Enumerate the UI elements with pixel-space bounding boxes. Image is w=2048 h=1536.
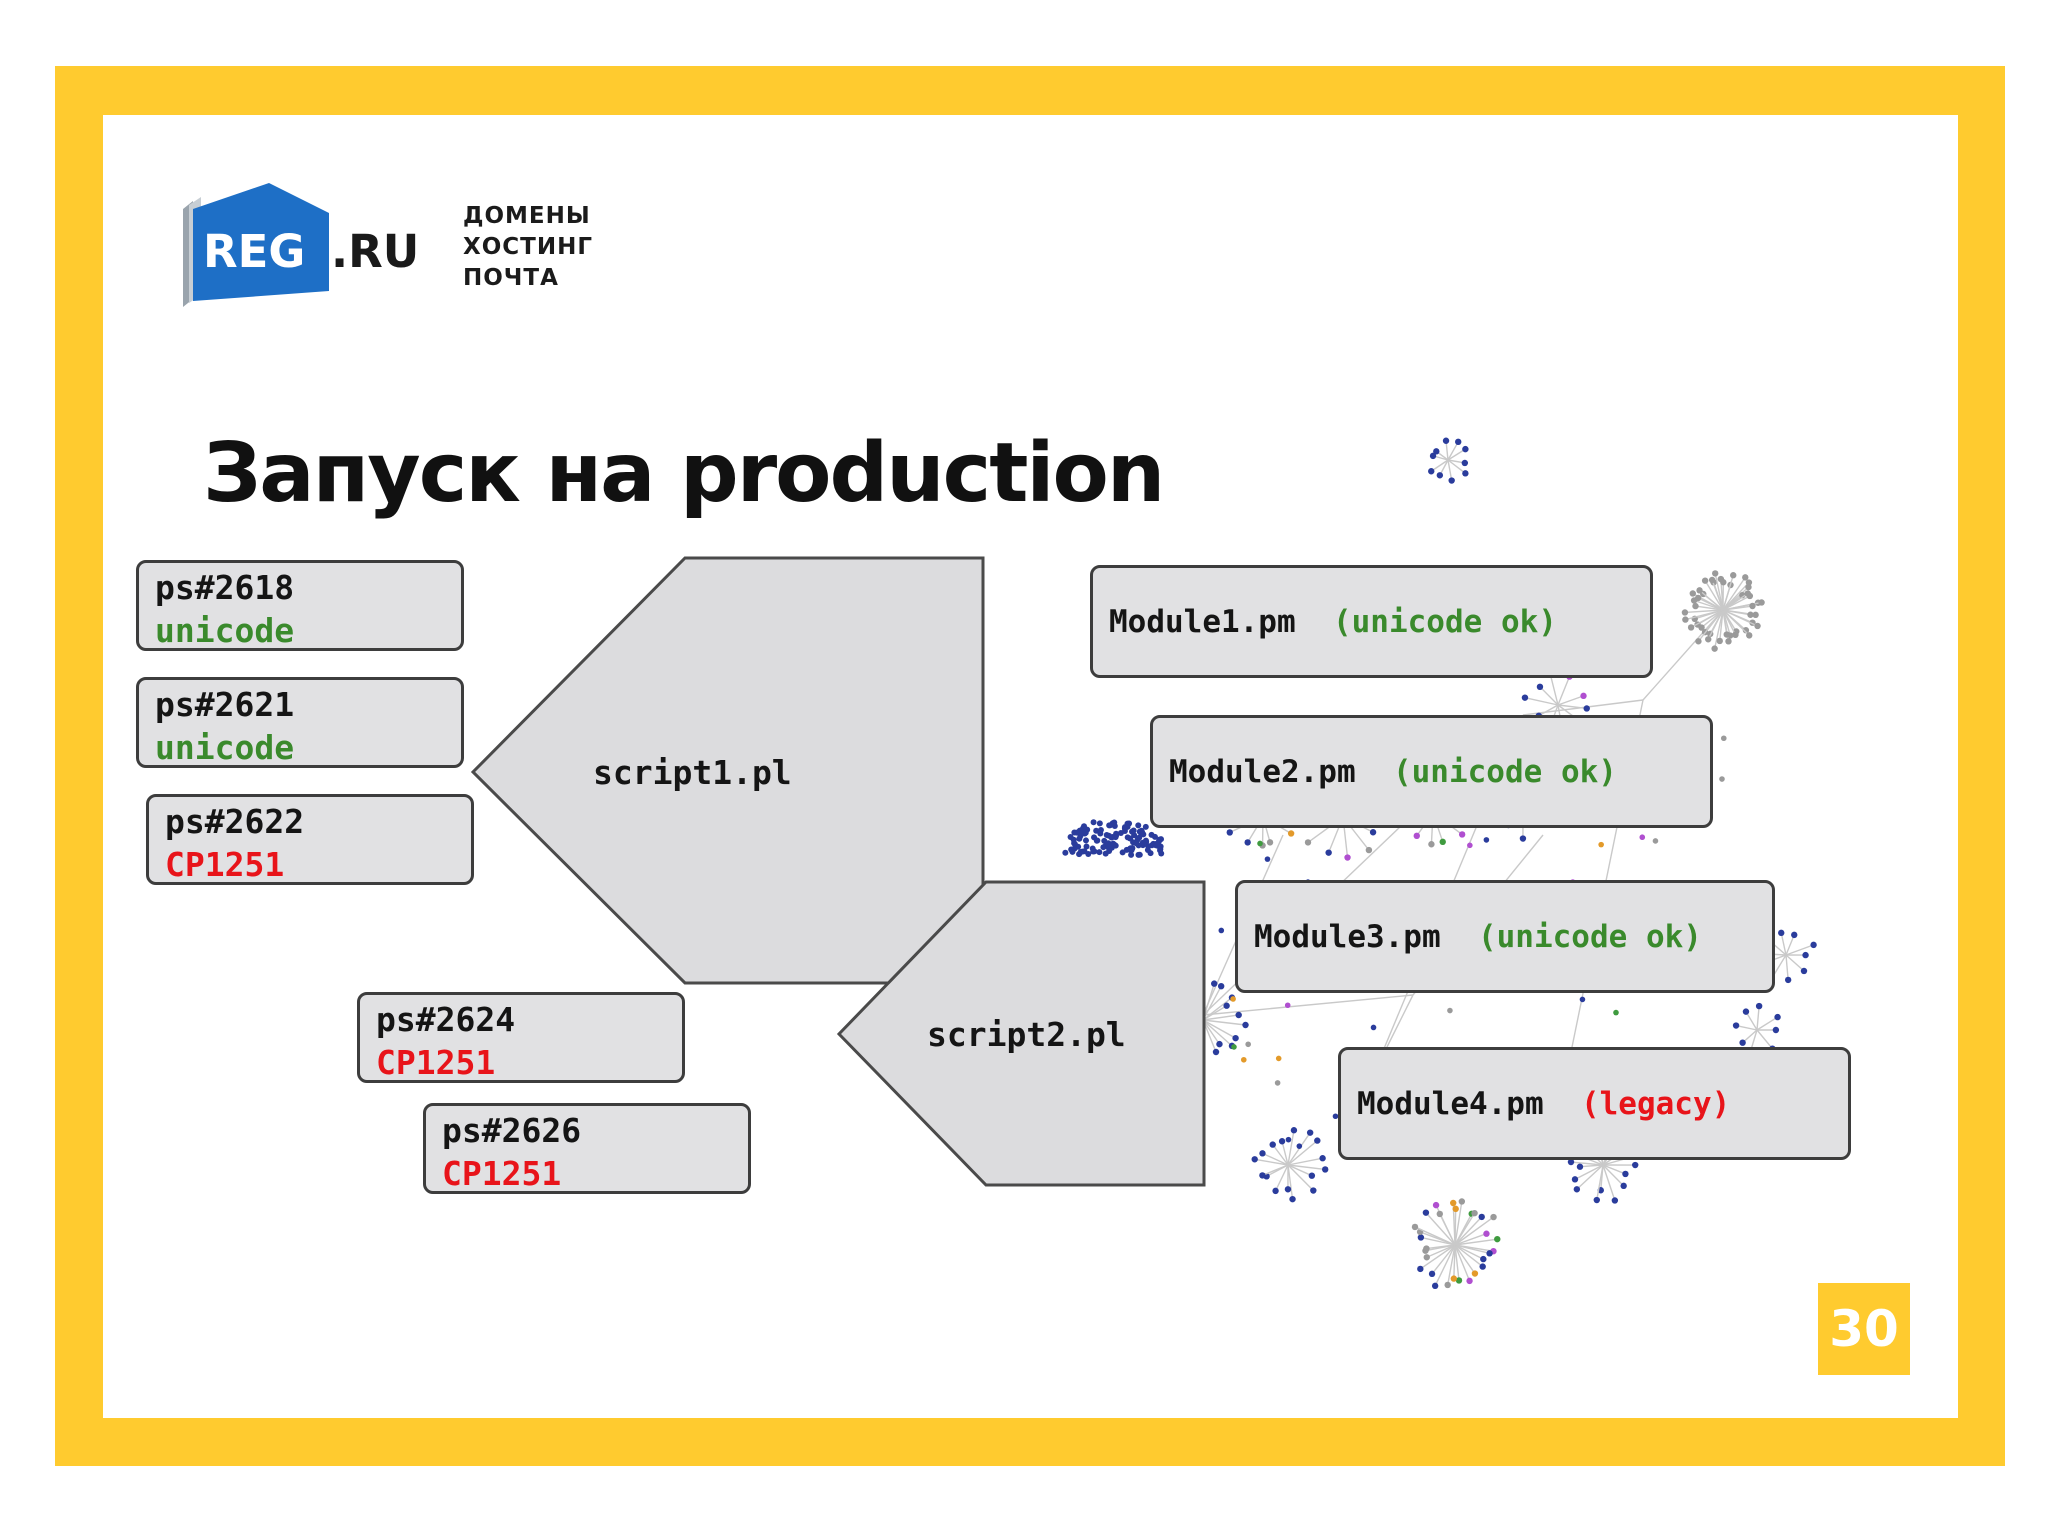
process-encoding: CP1251 [376, 1043, 496, 1082]
module-name: Module4.pm [1357, 1085, 1544, 1122]
module-box-4: Module4.pm (legacy) [1338, 1047, 1851, 1160]
process-box-2618: ps#2618 unicode [136, 560, 464, 651]
slide: REG .RU ДОМЕНЫ ХОСТИНГ ПОЧТА Запуск на p… [103, 115, 1958, 1418]
module-note: (legacy) [1580, 1085, 1731, 1122]
logo-mark: REG .RU [183, 183, 419, 307]
process-box-2622: ps#2622 CP1251 [146, 794, 474, 885]
tagline-domains: ДОМЕНЫ [463, 203, 591, 229]
script1-shape [470, 556, 985, 985]
module-name: Module3.pm [1254, 918, 1441, 955]
process-box-2624: ps#2624 CP1251 [357, 992, 685, 1083]
script2-shape [836, 880, 1206, 1187]
module-name: Module2.pm [1169, 753, 1356, 790]
process-id: ps#2621 [155, 685, 295, 724]
module-box-3: Module3.pm (unicode ok) [1235, 880, 1775, 993]
process-id: ps#2618 [155, 568, 295, 607]
tagline-mail: ПОЧТА [463, 265, 559, 291]
process-box-2621: ps#2621 unicode [136, 677, 464, 768]
process-encoding: CP1251 [442, 1154, 562, 1193]
module-note: (unicode ok) [1477, 918, 1702, 955]
script-shapes [470, 556, 1206, 1187]
process-id: ps#2624 [376, 1000, 516, 1039]
process-encoding: unicode [155, 611, 295, 650]
logo-tagline: ДОМЕНЫ ХОСТИНГ ПОЧТА [463, 201, 593, 294]
script2-label: script2.pl [927, 1015, 1126, 1054]
process-encoding: CP1251 [165, 845, 285, 884]
module-box-2: Module2.pm (unicode ok) [1150, 715, 1713, 828]
slide-title: Запуск на production [203, 426, 1165, 521]
process-id: ps#2626 [442, 1111, 582, 1150]
logo-suffix: .RU [331, 225, 419, 278]
page-number: 30 [1818, 1283, 1910, 1375]
module-box-1: Module1.pm (unicode ok) [1090, 565, 1653, 678]
module-name: Module1.pm [1109, 603, 1296, 640]
script1-label: script1.pl [593, 753, 792, 792]
module-note: (unicode ok) [1392, 753, 1617, 790]
process-encoding: unicode [155, 728, 295, 767]
tagline-hosting: ХОСТИНГ [463, 234, 594, 260]
module-note: (unicode ok) [1332, 603, 1557, 640]
logo-brand: REG [203, 225, 305, 278]
process-id: ps#2622 [165, 802, 305, 841]
reg-ru-logo: REG .RU ДОМЕНЫ ХОСТИНГ ПОЧТА [181, 183, 641, 323]
process-box-2626: ps#2626 CP1251 [423, 1103, 751, 1194]
